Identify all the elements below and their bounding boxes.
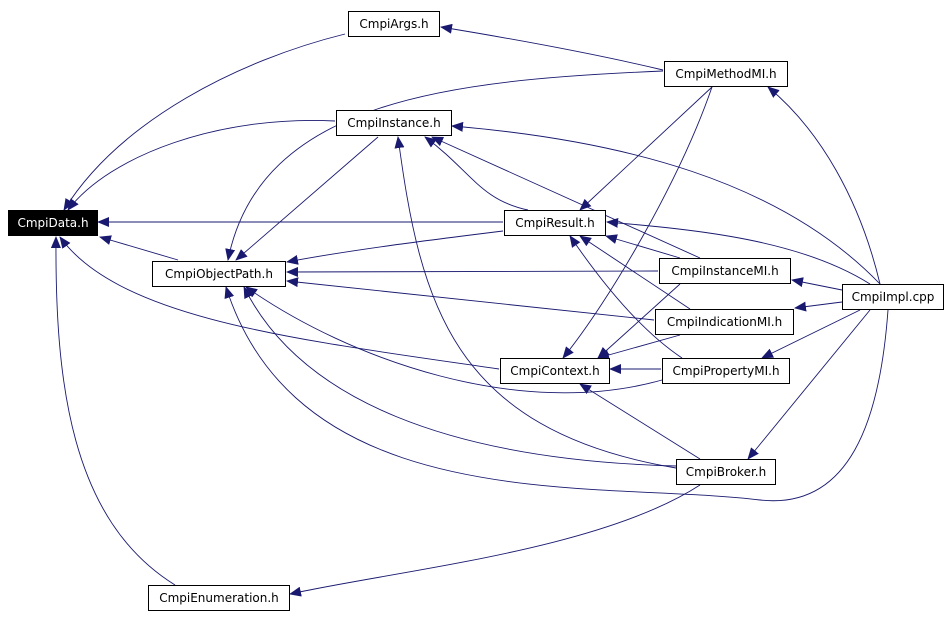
edge-cmpimethodmi-to-cmpicontext <box>562 86 713 359</box>
node-cmpibroker[interactable]: CmpiBroker.h <box>676 459 776 485</box>
edge-cmpiimpl-to-cmpibroker <box>747 309 871 460</box>
node-cmpiimpl[interactable]: CmpiImpl.cpp <box>842 284 944 310</box>
edge-cmpiinstancemi-to-cmpiresult <box>605 234 681 259</box>
edge-cmpimethodmi-to-cmpiobjectpath <box>225 70 664 261</box>
node-cmpienumeration[interactable]: CmpiEnumeration.h <box>148 585 290 611</box>
node-cmpicontext[interactable]: CmpiContext.h <box>500 358 610 384</box>
edge-cmpiinstancemi-to-cmpicontext <box>597 283 681 359</box>
node-cmpidata[interactable]: CmpiData.h <box>8 210 98 236</box>
edge-cmpiimpl-to-cmpiobjectpath <box>224 286 889 502</box>
edge-cmpiinstance-to-cmpidata <box>67 119 336 211</box>
edge-cmpiimpl-to-cmpiresult <box>606 217 871 285</box>
edge-cmpiargs-to-cmpidata <box>63 33 346 211</box>
edge-cmpiimpl-to-cmpiinstance <box>451 121 881 285</box>
node-cmpipropertymi[interactable]: CmpiPropertyMI.h <box>662 358 790 384</box>
edge-cmpiinstancemi-to-cmpiobjectpath <box>286 266 659 277</box>
edge-cmpipropertymi-to-cmpiresult <box>569 235 683 359</box>
edge-cmpipropertymi-to-cmpiobjectpath <box>245 286 663 394</box>
edge-cmpiimpl-to-cmpiinstancemi <box>791 277 843 291</box>
edge-cmpienumeration-to-cmpidata <box>50 236 176 586</box>
node-cmpimethodmi[interactable]: CmpiMethodMI.h <box>664 61 788 87</box>
node-cmpiobjectpath[interactable]: CmpiObjectPath.h <box>152 261 286 287</box>
node-cmpiinstancemi[interactable]: CmpiInstanceMI.h <box>659 258 791 284</box>
edge-cmpiimpl-to-cmpimethodmi <box>767 86 881 285</box>
edge-cmpibroker-to-cmpicontext <box>579 383 701 460</box>
edge-cmpiimpl-to-cmpiindicationmi <box>794 301 843 312</box>
edge-cmpiimpl-to-cmpipropertymi <box>761 309 861 359</box>
edge-cmpiinstancemi-to-cmpiinstance <box>431 136 701 259</box>
edge-cmpicontext-to-cmpidata <box>59 236 500 370</box>
edge-cmpiindicationmi-to-cmpiobjectpath <box>286 277 655 321</box>
edge-cmpiresult-to-cmpiinstance <box>424 136 529 211</box>
node-cmpiresult[interactable]: CmpiResult.h <box>504 210 606 236</box>
edge-cmpibroker-to-cmpiobjectpath <box>243 286 677 467</box>
node-cmpiargs[interactable]: CmpiArgs.h <box>348 11 440 37</box>
edge-cmpibroker-to-cmpienumeration <box>289 484 701 597</box>
edge-cmpimethodmi-to-cmpiargs <box>440 23 664 71</box>
edge-cmpiinstance-to-cmpiobjectpath <box>235 136 379 261</box>
edge-cmpiobjectpath-to-cmpidata <box>99 235 179 261</box>
edge-cmpimethodmi-to-cmpiresult <box>579 86 713 211</box>
edge-cmpibroker-to-cmpiinstance <box>394 136 677 469</box>
node-cmpiinstance[interactable]: CmpiInstance.h <box>336 110 452 136</box>
node-cmpiindicationmi[interactable]: CmpiIndicationMI.h <box>655 309 794 335</box>
edge-cmpiindicationmi-to-cmpicontext <box>597 334 681 360</box>
edge-cmpiindicationmi-to-cmpiresult <box>579 235 691 310</box>
edge-cmpiresult-to-cmpiobjectpath <box>286 230 504 265</box>
